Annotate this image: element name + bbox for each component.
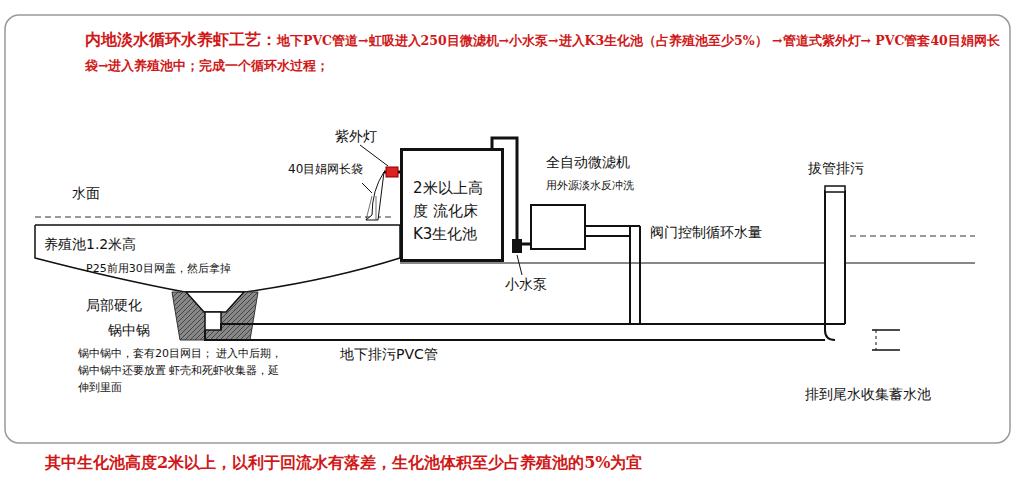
drain-riser xyxy=(205,312,221,330)
leader-line xyxy=(362,183,372,193)
pond-outline xyxy=(35,225,400,292)
biochem-pool: 2米以上高度 流化床 K3生化池 xyxy=(400,148,504,262)
leader-line xyxy=(360,145,388,166)
label: 养殖池1.2米高 xyxy=(44,236,136,253)
water-surface xyxy=(35,217,395,218)
leader-line xyxy=(517,255,522,275)
tank-marks xyxy=(872,330,900,350)
node-note: 用外源淡水反冲洗 xyxy=(546,179,634,192)
mesh-bag xyxy=(366,172,384,220)
label: 锅中锅中，套有20目网目； 进入中后期，锅中锅中还要放置 虾壳和死虾收集器，延伸… xyxy=(78,345,283,396)
label: 40目娟网长袋 xyxy=(288,162,363,176)
standpipe xyxy=(825,190,845,340)
standpipe-cap xyxy=(825,186,845,192)
label: 拔管排污 xyxy=(808,160,864,177)
caption: 其中生化池高度2米以上，以利于回流水有落差，生化池体积至少占养殖池的5%为宜 xyxy=(45,453,642,472)
ground-line xyxy=(400,263,825,264)
label: P25前用30目网盖，然后拿掉 xyxy=(86,262,231,275)
micro-filter: 全自动微滤机用外源淡水反冲洗 xyxy=(530,204,586,250)
label: 地下排污PVC管 xyxy=(340,346,438,363)
hardened-pit xyxy=(172,292,258,340)
label: 局部硬化 xyxy=(86,297,142,314)
label: 水面 xyxy=(72,185,100,202)
node-heading: 全自动微滤机 xyxy=(546,154,630,171)
label: 阀门控制循环水量 xyxy=(648,224,764,241)
title: 内地淡水循环水养虾工艺： xyxy=(85,30,277,49)
tank-water xyxy=(850,236,975,237)
label: 紫外灯 xyxy=(335,128,377,145)
siphon-pipe xyxy=(630,226,640,324)
frame xyxy=(5,15,1010,443)
tank-marks xyxy=(876,330,877,350)
header: 内地淡水循环水养虾工艺：地下PVC管道→虹吸进入250目微滤机→小水泵→进入K3… xyxy=(85,28,1005,78)
label: 排到尾水收集蓄水池 xyxy=(805,386,931,403)
underground-pipe xyxy=(205,324,845,340)
pot-in-pot xyxy=(186,292,244,312)
tank-line xyxy=(845,263,975,264)
label: 小水泵 xyxy=(505,276,547,293)
label: 锅中锅 xyxy=(108,322,150,339)
node-text: 2米以上高度 流化床 K3生化池 xyxy=(403,151,499,246)
mesh-bag xyxy=(366,196,376,220)
filter-inlet xyxy=(585,226,640,236)
uv-lamp xyxy=(386,167,398,177)
